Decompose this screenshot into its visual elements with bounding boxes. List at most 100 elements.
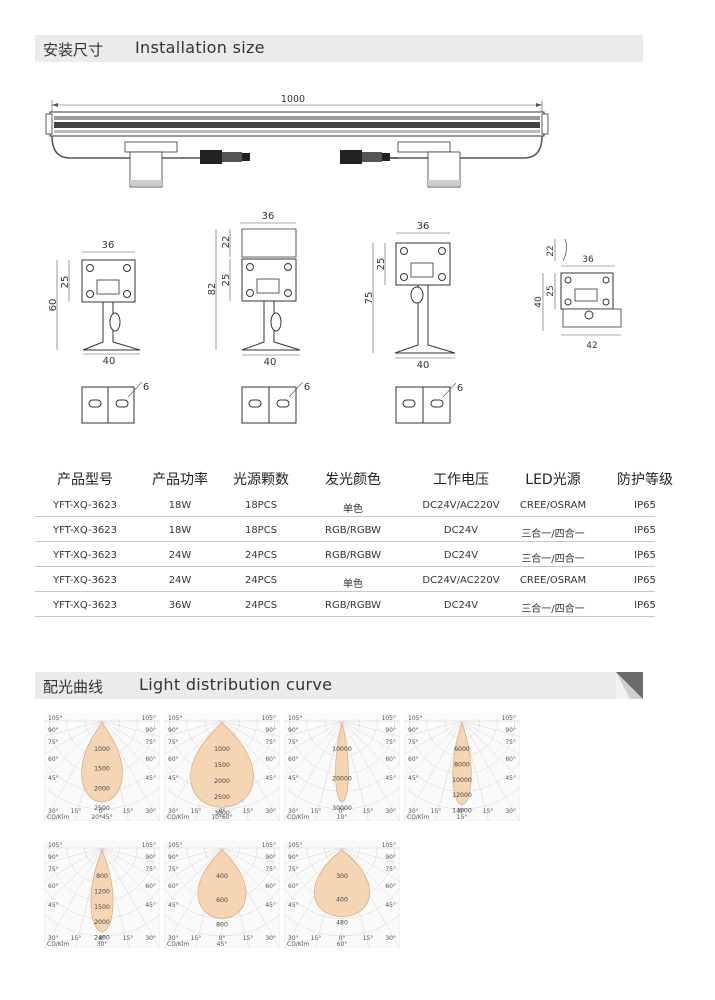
angle-label: 75° <box>145 866 156 873</box>
cell-power: 18W <box>168 500 192 511</box>
cell-led-count: 18PCS <box>244 500 278 511</box>
unit-label: CD/Klm <box>167 941 189 948</box>
angle-label: 30° <box>265 935 276 942</box>
cell-ip-rating: IP65 <box>634 500 656 511</box>
angle-label: 90° <box>168 727 179 734</box>
angle-label: 60° <box>385 883 396 890</box>
profile1-hole: 6 <box>143 382 149 393</box>
profile-drawing-2: 36 22 25 82 40 6 <box>207 211 310 424</box>
beam-angle-label: 45° <box>217 941 228 948</box>
profile4-height-body: 25 <box>546 285 556 296</box>
intensity-value: 400 <box>336 896 348 903</box>
angle-label: 105° <box>142 715 156 722</box>
beam-angle-label: 30° <box>97 941 108 948</box>
intensity-value: 1500 <box>94 904 110 911</box>
beam-angle-label: 10*60° <box>211 814 232 821</box>
unit-label: CD/Klm <box>47 941 69 948</box>
polar-curve-2: 105°105°90°90°75°75°60°60°45°45°30°30°15… <box>164 713 280 821</box>
angle-label: 105° <box>48 842 62 849</box>
profile2-width-top: 36 <box>262 211 275 222</box>
cell-color: 单色 <box>343 504 363 515</box>
angle-label: 105° <box>288 715 302 722</box>
angle-label: 45° <box>168 775 179 782</box>
angle-label: 75° <box>505 739 516 746</box>
angle-label: 90° <box>48 854 59 861</box>
cell-voltage: DC24V <box>443 550 479 561</box>
intensity-value: 600 <box>216 897 228 904</box>
angle-label: 60° <box>505 756 516 763</box>
profile3-width-top: 36 <box>417 221 430 232</box>
angle-label: 15° <box>431 808 442 815</box>
angle-label: 15° <box>71 935 82 942</box>
angle-label: 90° <box>408 727 419 734</box>
angle-label: 30° <box>145 935 156 942</box>
intensity-value: 2000 <box>94 919 110 926</box>
angle-label: 60° <box>288 756 299 763</box>
intensity-value: 300 <box>336 873 348 880</box>
light-distribution-header: 配光曲线 Light distribution curve <box>35 672 643 699</box>
angle-label: 15° <box>363 935 374 942</box>
angle-label: 0° <box>219 935 226 942</box>
angle-label: 30° <box>288 935 299 942</box>
angle-label: 105° <box>382 842 396 849</box>
profile2-width-bottom: 40 <box>264 357 277 368</box>
beam-angle-label: 10° <box>337 814 348 821</box>
angle-label: 15° <box>483 808 494 815</box>
light-distribution-title-cn: 配光曲线 <box>43 678 104 696</box>
angle-label: 45° <box>265 775 276 782</box>
angle-label: 60° <box>265 756 276 763</box>
intensity-value: 800 <box>96 873 108 880</box>
angle-label: 105° <box>168 842 182 849</box>
cell-color: RGB/RGBW <box>324 600 382 611</box>
angle-label: 30° <box>408 808 419 815</box>
cell-led-count: 18PCS <box>244 525 278 536</box>
angle-label: 75° <box>288 739 299 746</box>
angle-label: 75° <box>48 739 59 746</box>
angle-label: 15° <box>123 808 134 815</box>
angle-label: 0° <box>339 808 346 815</box>
beam-angle-label: 15° <box>457 814 468 821</box>
angle-label: 75° <box>385 739 396 746</box>
cell-led-count: 24PCS <box>244 575 278 586</box>
header-color: 发光颜色 <box>325 472 381 488</box>
angle-label: 75° <box>145 739 156 746</box>
angle-label: 90° <box>265 727 276 734</box>
angle-label: 15° <box>311 935 322 942</box>
angle-label: 0° <box>459 808 466 815</box>
angle-label: 45° <box>288 775 299 782</box>
cell-ip-rating: IP65 <box>634 575 656 586</box>
beam-shape <box>90 849 114 932</box>
header-model: 产品型号 <box>57 472 113 488</box>
intensity-value: 2500 <box>214 794 230 801</box>
angle-label: 45° <box>288 902 299 909</box>
cell-color: RGB/RGBW <box>324 550 382 561</box>
cell-power: 18W <box>168 525 192 536</box>
angle-label: 30° <box>168 935 179 942</box>
intensity-value: 30000 <box>332 805 352 812</box>
intensity-value: 1000 <box>214 746 230 753</box>
angle-label: 45° <box>48 902 59 909</box>
polar-curve-5: 105°105°90°90°75°75°60°60°45°45°30°30°15… <box>44 840 160 948</box>
angle-label: 90° <box>265 854 276 861</box>
angle-label: 90° <box>145 854 156 861</box>
cell-led-count: 24PCS <box>244 600 278 611</box>
angle-label: 30° <box>48 935 59 942</box>
unit-label: CD/Klm <box>287 941 309 948</box>
intensity-value: 12000 <box>452 792 472 799</box>
angle-label: 60° <box>288 883 299 890</box>
cell-led-source: 三合一/四合一 <box>521 529 585 540</box>
angle-label: 30° <box>385 808 396 815</box>
cell-led-source: 三合一/四合一 <box>521 604 585 615</box>
angle-label: 60° <box>145 883 156 890</box>
angle-label: 75° <box>408 739 419 746</box>
intensity-value: 2000 <box>214 778 230 785</box>
angle-label: 60° <box>168 756 179 763</box>
angle-label: 45° <box>145 902 156 909</box>
header-led-count: 光源颗数 <box>233 472 289 488</box>
angle-label: 30° <box>48 808 59 815</box>
intensity-value: 400 <box>216 873 228 880</box>
angle-label: 30° <box>385 935 396 942</box>
